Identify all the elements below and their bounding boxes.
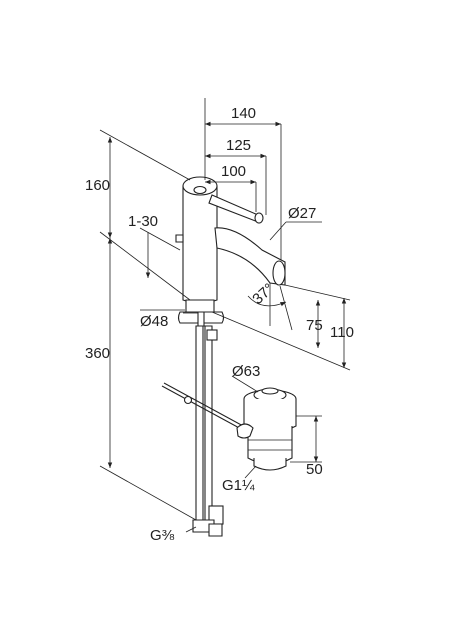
dim-75: 75 [306, 317, 323, 334]
faucet-body [175, 176, 286, 327]
dim-diameter-27: Ø27 [288, 205, 316, 222]
supply-hoses [192, 325, 224, 537]
dimension-lines: 140 125 100 160 1-30 Ø27 37° Ø48 75 110 … [85, 98, 354, 544]
thread-inlet-g3-8: G⅜ [150, 527, 175, 544]
waste-valve [236, 387, 297, 471]
dim-160: 160 [85, 177, 110, 194]
dim-100: 100 [221, 163, 246, 180]
dim-50: 50 [306, 461, 323, 478]
dim-360: 360 [85, 345, 110, 362]
dim-140: 140 [231, 105, 256, 122]
spout [214, 227, 286, 286]
thread-waste-g1-1-4: G1¼ [222, 477, 255, 494]
dim-125: 125 [226, 137, 251, 154]
dim-1-30: 1-30 [128, 213, 158, 230]
dim-diameter-63: Ø63 [232, 363, 260, 380]
dim-angle-37: 37° [249, 280, 277, 308]
dim-110: 110 [330, 324, 354, 341]
popup-rod [161, 382, 246, 431]
lever-handle [208, 194, 264, 224]
dim-diameter-48: Ø48 [140, 313, 168, 330]
